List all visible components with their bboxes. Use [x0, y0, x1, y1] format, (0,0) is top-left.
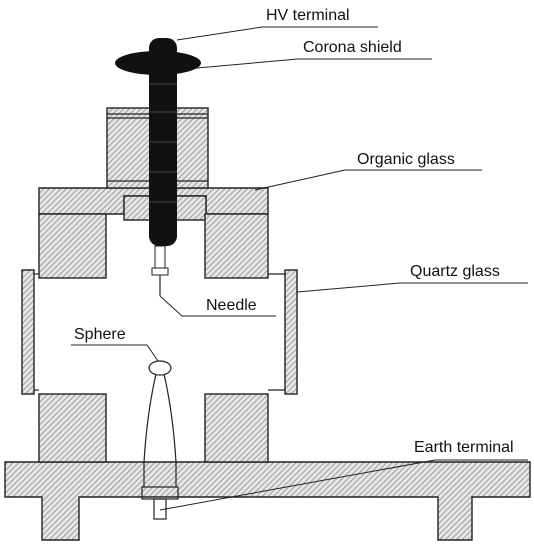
quartz-window-left — [21, 269, 39, 395]
leader-sphere — [71, 344, 159, 362]
leader-hv-terminal — [176, 26, 378, 41]
chamber-wall-left — [38, 213, 107, 463]
base-plate — [4, 461, 531, 541]
leader-quartz-glass — [296, 282, 528, 293]
label-corona-shield: Corona shield — [303, 39, 402, 56]
label-quartz-glass: Quartz glass — [410, 263, 500, 280]
leader-organic-glass — [254, 169, 482, 191]
leader-earth-terminal — [159, 459, 528, 511]
quartz-window-right — [268, 269, 298, 395]
needle — [151, 245, 169, 296]
chamber-wall-right — [204, 213, 269, 463]
sphere-electrode — [148, 360, 172, 376]
label-sphere: Sphere — [74, 326, 126, 343]
corona-shield-disc — [115, 51, 201, 75]
label-needle: Needle — [206, 297, 257, 314]
label-organic-glass: Organic glass — [357, 151, 455, 168]
leader-corona-shield — [196, 58, 432, 69]
label-earth-terminal: Earth terminal — [414, 439, 514, 456]
label-hv-terminal: HV terminal — [266, 7, 350, 24]
leader-needle — [159, 295, 276, 317]
